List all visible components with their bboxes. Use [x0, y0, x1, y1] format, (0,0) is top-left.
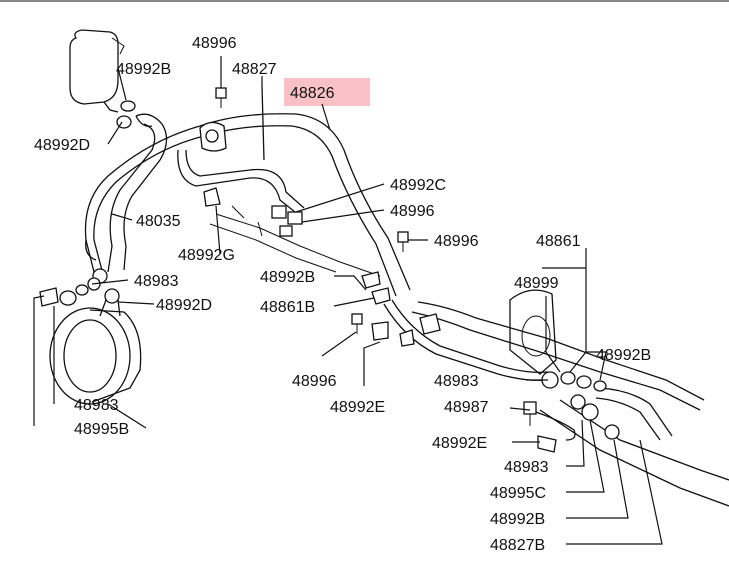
label-48992D-top-left: 48992D: [34, 137, 90, 154]
label-48992D-left: 48992D: [156, 297, 212, 314]
return-tube-48827: [177, 85, 305, 217]
highlight-48826: [284, 78, 370, 106]
reservoir-clamps: [116, 100, 136, 129]
hose-bracket: [199, 121, 227, 152]
suction-hose-48035: [107, 113, 168, 273]
pressure-hose-48826: [84, 113, 411, 297]
label-48992B-top-left: 48992B: [116, 61, 171, 78]
label-48861-top: 48861: [536, 233, 581, 250]
fittings-48992C-48996: [271, 205, 303, 237]
label-48827B: 48827B: [490, 537, 545, 554]
label-48987: 48987: [444, 399, 489, 416]
label-48992B-mid: 48992B: [260, 269, 315, 286]
label-48995B: 48995B: [74, 421, 129, 438]
label-48992C: 48992C: [390, 177, 446, 194]
label-48035: 48035: [136, 213, 181, 230]
fittings-right: [541, 371, 620, 440]
label-48996-right: 48996: [434, 233, 479, 250]
label-48861B: 48861B: [260, 299, 315, 316]
label-48996-top: 48996: [192, 35, 237, 52]
leader-lines: [33, 56, 663, 545]
label-48995C: 48995C: [490, 485, 546, 502]
label-48992B-bottom: 48992B: [490, 511, 545, 528]
label-48999: 48999: [514, 275, 559, 292]
label-48826: 48826: [290, 85, 335, 102]
label-48992E-mid: 48992E: [330, 399, 385, 416]
reservoir-tank: [69, 29, 125, 113]
label-48983-mid: 48983: [434, 373, 479, 390]
label-48996-mid: 48996: [390, 203, 435, 220]
label-48996-bottom: 48996: [292, 373, 337, 390]
label-48983-bottom: 48983: [504, 459, 549, 476]
power-steering-pump: [39, 268, 142, 405]
label-48992B-right: 48992B: [596, 347, 651, 364]
label-48827: 48827: [232, 61, 277, 78]
clip-48992G: [203, 187, 221, 207]
label-48983-left: 48983: [134, 273, 179, 290]
clamps-lower: [361, 271, 557, 453]
cross-member: [209, 205, 381, 277]
label-48992G: 48992G: [178, 247, 235, 264]
label-48983-low: 48983: [74, 397, 119, 414]
label-48992E-low: 48992E: [432, 435, 487, 452]
